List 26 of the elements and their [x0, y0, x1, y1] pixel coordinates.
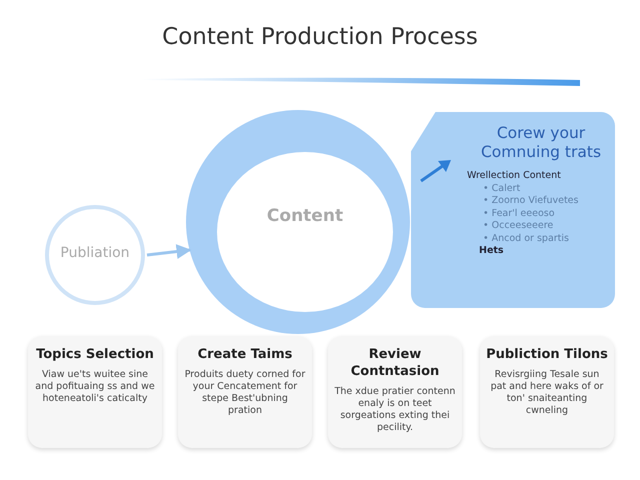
list-item: • Calert	[482, 182, 522, 195]
card-heading: Review Contntasion	[350, 346, 440, 380]
card-heading: Topics Selection	[35, 346, 155, 363]
step-card	[28, 336, 162, 448]
card-heading: Publiction Tilons	[486, 346, 608, 363]
card-heading: Create Taims	[196, 346, 294, 363]
ring-node	[186, 110, 410, 334]
card-description: The xdue pratier contenn enaly is on teet sorgeations exting thei pecility.	[334, 386, 456, 434]
card-description: Viaw ue'ts wuitee sine and pofituaing ss and we hoteneatoli's caticalty	[34, 369, 156, 405]
panel-heading: Corew your Comnuing trats	[480, 124, 602, 162]
list-item: • Zoorno Viefuvetes	[482, 195, 580, 208]
title: Content Production Process	[161, 24, 479, 50]
step-card	[328, 336, 462, 448]
list-item: Hets	[479, 245, 505, 258]
list-heading: Wrellection Content	[467, 170, 562, 182]
list-item: • Ancod or spartis	[482, 232, 570, 245]
step-card	[480, 336, 614, 448]
node-label: Publiation	[59, 245, 131, 261]
list-item: • Fear'l eeeoso	[482, 208, 556, 220]
card-description: Produits duety corned for your Cencatement for stepe Best'ubning pration	[184, 369, 306, 417]
node-label: Content	[266, 206, 344, 226]
content-panel	[411, 112, 615, 308]
arrow	[146, 244, 192, 259]
list-item: • Occeeseeere	[482, 220, 554, 232]
card-description: Revisrgiing Tesale sun pat and here waks of or ton' snaiteanting cwneling	[490, 369, 604, 417]
step-card	[178, 336, 312, 448]
